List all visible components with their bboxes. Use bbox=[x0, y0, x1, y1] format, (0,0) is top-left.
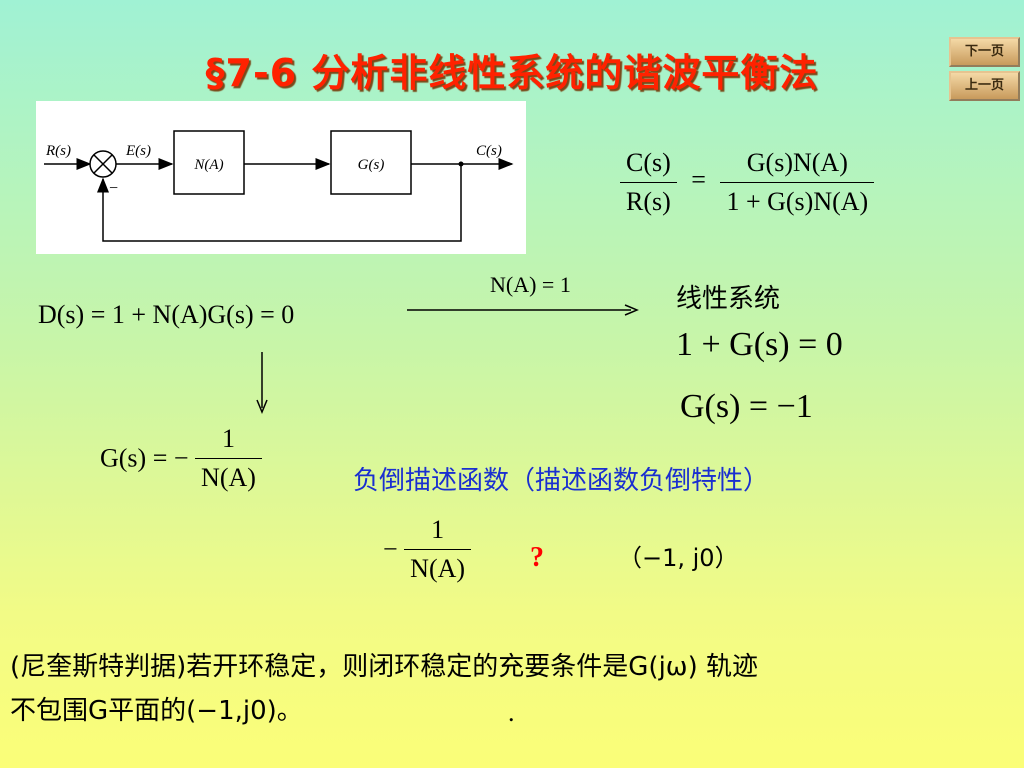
lhs-denominator: R(s) bbox=[620, 182, 677, 217]
critical-point: （−1, j0） bbox=[618, 544, 739, 572]
trailing-dot: . bbox=[508, 698, 515, 727]
neg-numerator: 1 bbox=[431, 515, 445, 544]
output-label: C(s) bbox=[476, 143, 502, 159]
equals-sign: = bbox=[691, 165, 706, 195]
next-page-button[interactable]: 下一页 bbox=[949, 37, 1020, 67]
nonlinear-block bbox=[173, 130, 245, 195]
neg-fraction: 1 N(A) bbox=[404, 515, 472, 584]
nyquist-criterion-line1: (尼奎斯特判据)若开环稳定，则闭环稳定的充要条件是G(jω) 轨迹 bbox=[10, 652, 758, 682]
gs-denominator: N(A) bbox=[195, 458, 262, 493]
down-arrow bbox=[256, 352, 268, 414]
characteristic-equation: D(s) = 1 + N(A)G(s) = 0 bbox=[38, 300, 295, 329]
feedback-path bbox=[97, 164, 462, 242]
gs-neg-inverse-equation: G(s) = − 1 N(A) bbox=[100, 424, 262, 493]
closed-loop-equation: C(s) R(s) = G(s)N(A) 1 + G(s)N(A) bbox=[620, 148, 875, 217]
neg-sign: − bbox=[383, 534, 398, 564]
neg-denominator: N(A) bbox=[404, 549, 472, 584]
nyquist-criterion-line2: 不包围G平面的(−1,j0)。 bbox=[10, 696, 303, 726]
gs-numerator: 1 bbox=[221, 424, 235, 453]
rhs-denominator: 1 + G(s)N(A) bbox=[720, 182, 875, 217]
input-label: R(s) bbox=[45, 143, 71, 159]
question-mark: ? bbox=[530, 542, 544, 573]
gs-fraction: 1 N(A) bbox=[195, 424, 262, 493]
neg-inverse-expression: − 1 N(A) bbox=[383, 515, 472, 584]
neg-inverse-describing-function-label: 负倒描述函数（描述函数负倒特性） bbox=[353, 466, 770, 496]
block-diagram: R(s) E(s) N(A) G(s) C(s) − bbox=[36, 101, 526, 254]
nonlinear-block-label: N(A) bbox=[193, 157, 223, 173]
gs-lhs: G(s) = − bbox=[100, 443, 189, 473]
rhs-fraction: G(s)N(A) 1 + G(s)N(A) bbox=[720, 148, 875, 217]
linear-block-label: G(s) bbox=[358, 157, 385, 173]
linear-char-equation: 1 + G(s) = 0 bbox=[676, 326, 843, 363]
lhs-fraction: C(s) R(s) bbox=[620, 148, 677, 217]
linear-system-label: 线性系统 bbox=[676, 284, 781, 314]
error-label: E(s) bbox=[125, 143, 151, 159]
rhs-numerator: G(s)N(A) bbox=[746, 148, 848, 177]
lhs-numerator: C(s) bbox=[626, 148, 671, 177]
linear-block bbox=[330, 130, 412, 195]
arrow-condition-label: N(A) = 1 bbox=[490, 272, 571, 297]
feedback-sign: − bbox=[109, 180, 118, 197]
block-diagram-svg: R(s) E(s) N(A) G(s) C(s) − bbox=[44, 130, 514, 242]
right-arrow bbox=[407, 304, 639, 316]
page-title: §7-6 分析非线性系统的谐波平衡法 bbox=[205, 51, 819, 95]
linear-critical-equation: G(s) = −1 bbox=[680, 388, 813, 425]
prev-page-button[interactable]: 上一页 bbox=[949, 71, 1020, 101]
